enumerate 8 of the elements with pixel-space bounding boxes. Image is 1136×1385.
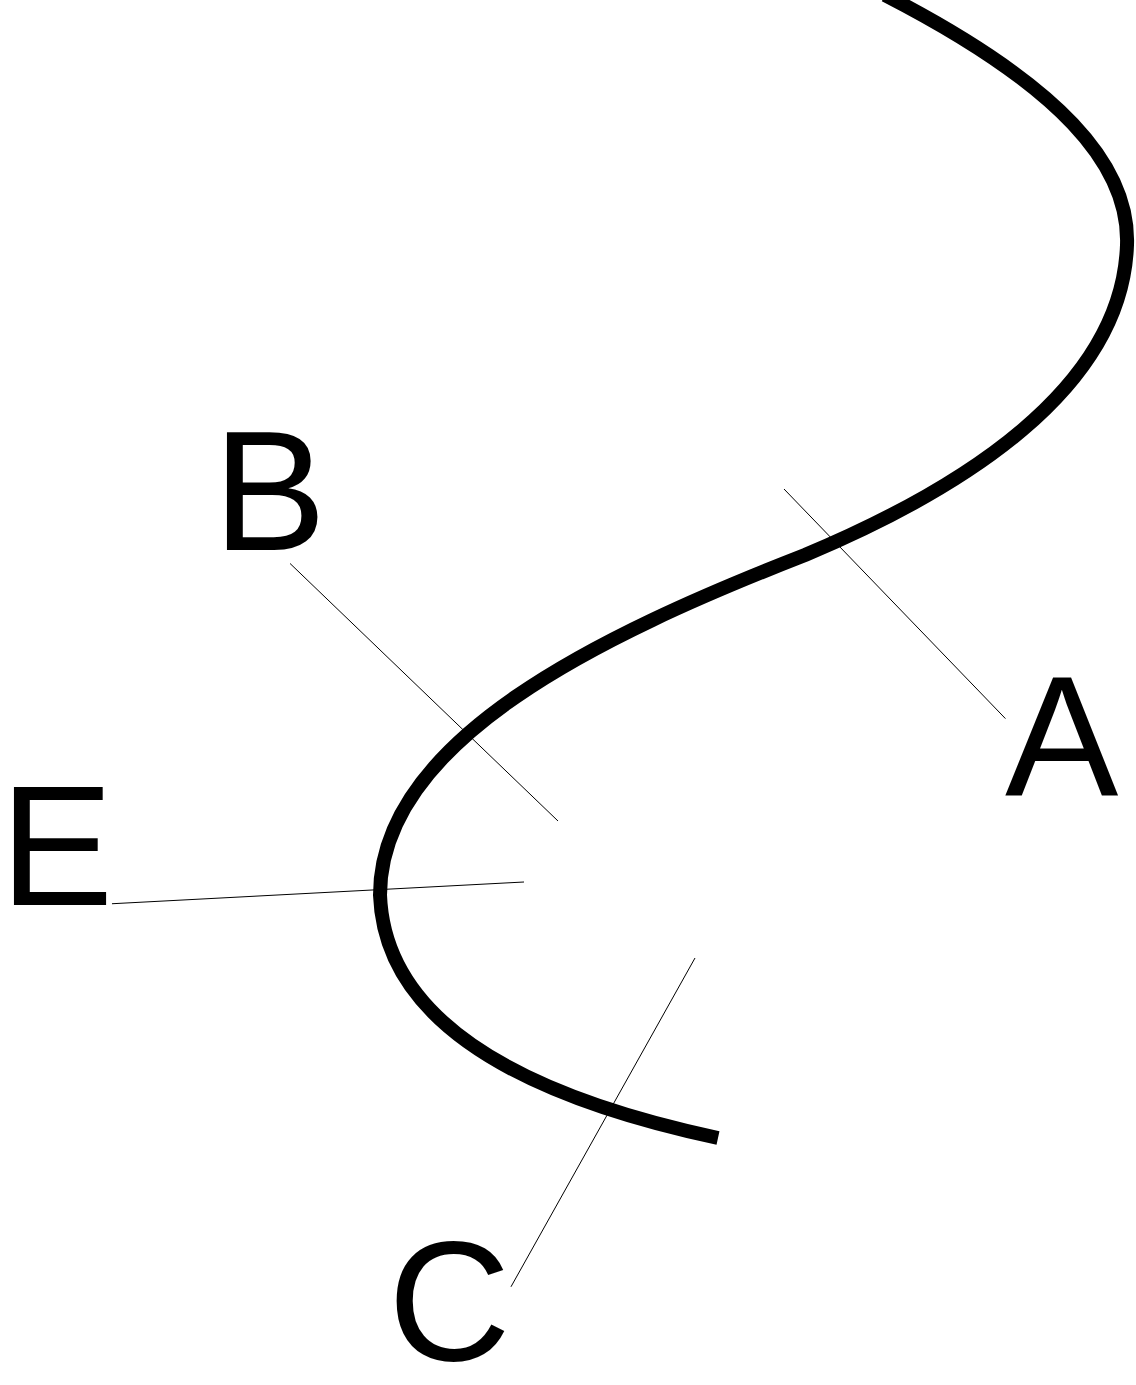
leader-line (289, 563, 559, 822)
part-label: B (213, 419, 327, 564)
leader-line (783, 488, 1006, 720)
part-label: A (1005, 664, 1119, 809)
part-label: C (388, 1229, 511, 1374)
leader-line (111, 881, 525, 905)
leader-line (510, 957, 696, 1288)
part-label: E (0, 774, 114, 919)
